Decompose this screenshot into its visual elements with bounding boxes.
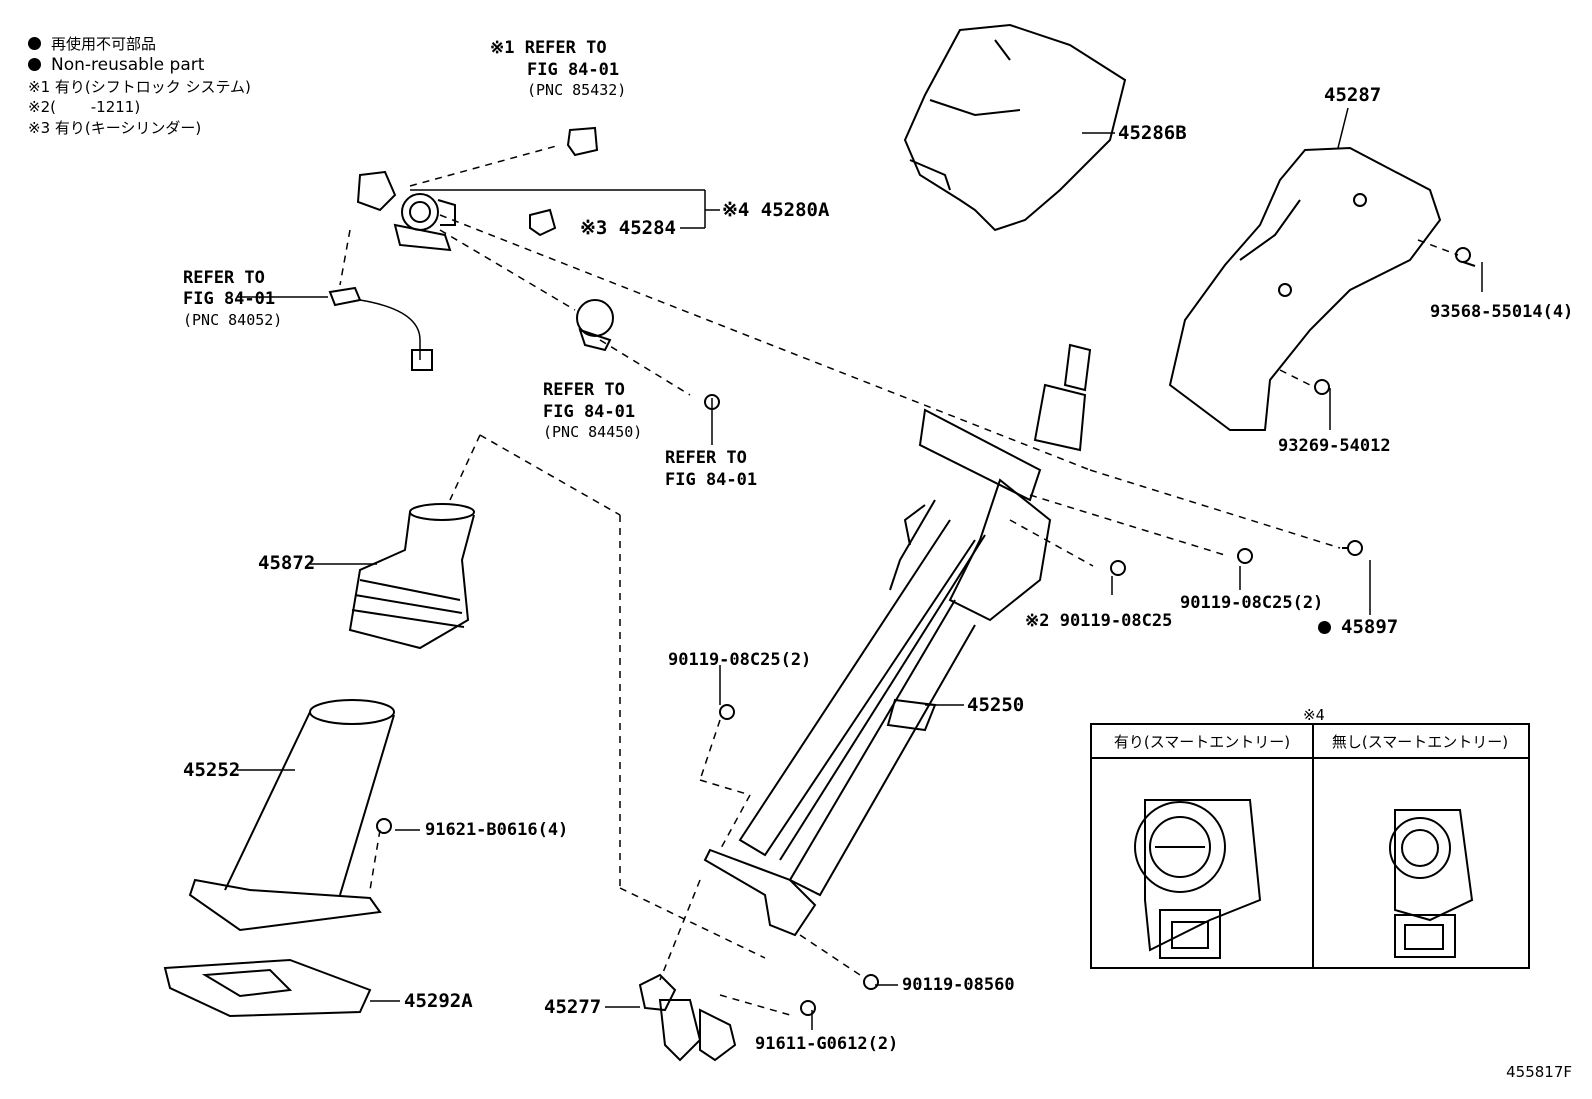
solid-leaders (237, 107, 1483, 1030)
upper-column-cover-45286B (903, 23, 1127, 232)
legend-note-3: ※3 有り(キーシリンダー) (28, 118, 202, 137)
bullet-dot-icon (28, 37, 41, 50)
legend-note-2: ※2( -1211) (28, 98, 141, 117)
part-90119-08C25-x2: ※2 90119-08C25 (1025, 611, 1173, 631)
part-45286B: 45286B (1118, 122, 1187, 144)
key-cylinder (529, 208, 557, 237)
ref3-line1: REFER TO (543, 380, 625, 400)
part-90119-08560: 90119-08560 (902, 975, 1015, 995)
part-45287: 45287 (1324, 84, 1382, 106)
part-93269: 93269-54012 (1278, 436, 1391, 456)
legend-text-en: Non-reusable part (51, 55, 205, 76)
part-91621: 91621-B0616(4) (425, 820, 569, 840)
part-45292A: 45292A (404, 990, 473, 1012)
legend-row-en: Non-reusable part (28, 54, 251, 77)
part-45252: 45252 (183, 759, 241, 781)
part-45897: 45897 (1318, 618, 1398, 637)
ref4-fig: FIG 84-01 (665, 470, 758, 490)
part-45280A: ※4 45280A (722, 199, 830, 221)
part-45277: 45277 (544, 996, 602, 1018)
legend: 再使用不可部品 Non-reusable part ※1 有り(シフトロック シ… (28, 34, 251, 138)
ref1-line1: ※1 REFER TO (490, 38, 607, 58)
non-reusable-dot-icon (1318, 621, 1331, 634)
table-mark: ※4 (1303, 706, 1325, 724)
part-45284: ※3 45284 (580, 217, 676, 239)
ref3-fig: FIG 84-01 (543, 402, 636, 422)
ref4-line1: REFER TO (665, 448, 747, 468)
legend-row-jp: 再使用不可部品 (28, 34, 251, 54)
lower-column-cover-45287 (1168, 146, 1442, 431)
smart-entry-illustrations (1134, 799, 1474, 959)
lock-assembly-45280A (356, 170, 456, 252)
part-91611: 91611-G0612(2) (755, 1034, 899, 1054)
ref3-pnc: (PNC 84450) (543, 423, 643, 441)
table-header-without: 無し(スマートエントリー) (1312, 725, 1528, 759)
dashed-leaders (339, 144, 1459, 1016)
smart-entry-table: 有り(スマートエントリー) 無し(スマートエントリー) (1090, 723, 1530, 969)
part-45250: 45250 (967, 694, 1025, 716)
illustration-code: 455817F (1506, 1063, 1572, 1081)
ref2-line1: REFER TO (183, 268, 265, 288)
part-45872: 45872 (258, 552, 316, 574)
column-boot-45872 (348, 503, 475, 650)
legend-text-jp: 再使用不可部品 (51, 35, 157, 53)
part-90119-08C25-2-left: 90119-08C25(2) (668, 650, 812, 670)
steering-column-45250 (703, 343, 1092, 937)
legend-note-1: ※1 有り(シフトロック システム) (28, 78, 251, 97)
part-93568: 93568-55014(4) (1430, 302, 1574, 322)
table-divider (1312, 725, 1314, 967)
ref1-fig: FIG 84-01 (527, 60, 620, 80)
small-parts (328, 126, 1476, 1016)
table-header-with: 有り(スマートエントリー) (1092, 725, 1312, 759)
shift-lock-switch (566, 126, 599, 157)
column-boot-45252 (188, 699, 395, 932)
ref2-fig: FIG 84-01 (183, 289, 276, 309)
ref1-pnc: (PNC 85432) (527, 81, 627, 99)
part-90119-08C25-2-right: 90119-08C25(2) (1180, 593, 1324, 613)
ref2-pnc: (PNC 84052) (183, 311, 283, 329)
bracket-45277 (638, 973, 737, 1062)
part-45897-label: 45897 (1341, 616, 1399, 638)
bullet-dot-icon (28, 58, 41, 72)
plate-45292A (163, 958, 372, 1018)
